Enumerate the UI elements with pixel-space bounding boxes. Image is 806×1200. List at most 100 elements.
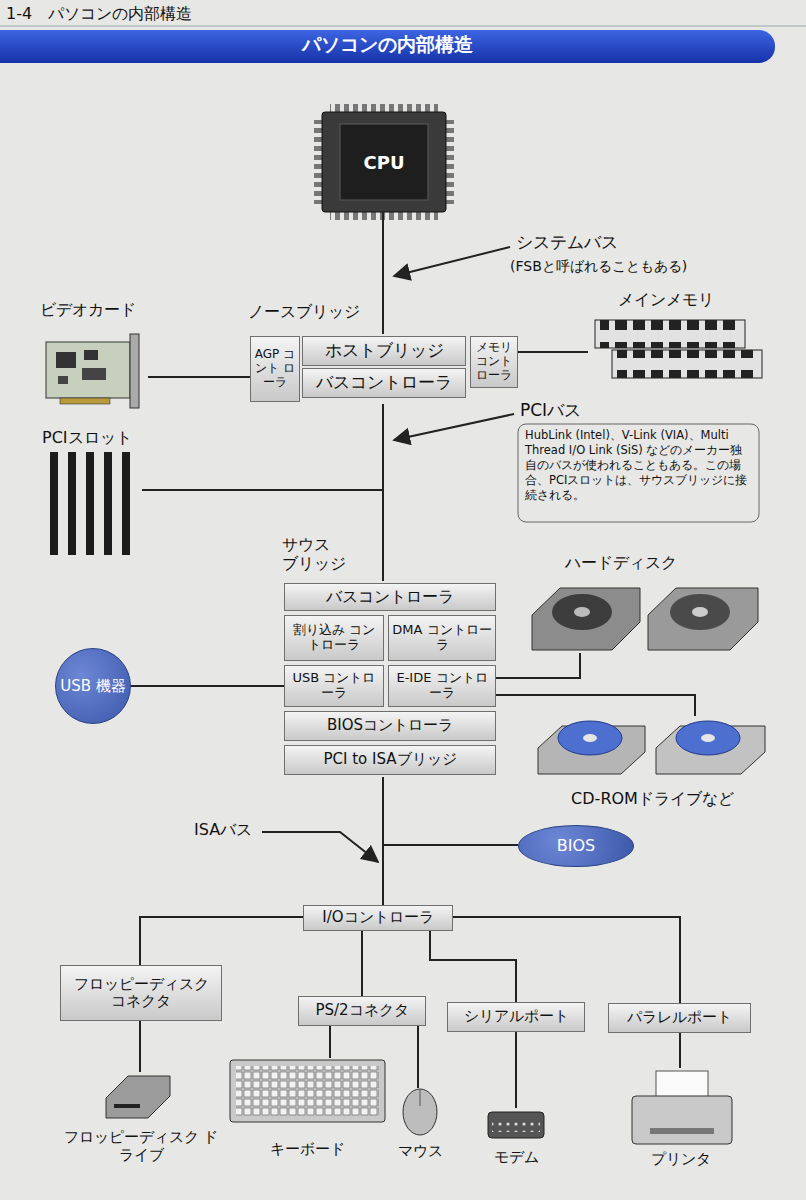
bus-label: PCIバス: [520, 400, 670, 421]
bus-line: [142, 490, 383, 581]
controller-box: BIOSコントローラ: [284, 711, 496, 741]
leader-line: [262, 832, 378, 862]
cd-drives: [538, 721, 765, 774]
head-rule: [0, 26, 806, 27]
modem: [488, 1112, 544, 1138]
node-text: 割り込み コントローラ: [288, 623, 380, 653]
controller-box: PCI to ISAブリッジ: [284, 745, 496, 775]
node-text: E-IDE コントローラ: [392, 671, 492, 701]
node-text: ノースブリッジ: [248, 302, 428, 321]
memory-modules: [595, 320, 762, 378]
controller-box: フロッピーディスク コネクタ: [60, 965, 222, 1021]
controller-box: ホストブリッジ: [302, 336, 466, 366]
node-text: ビデオカード: [40, 300, 148, 319]
node-text: フロッピーディスク コネクタ: [64, 976, 218, 1011]
node-text: サウス ブリッジ: [282, 535, 348, 573]
device-circle: BIOS: [518, 825, 634, 867]
printer: [632, 1071, 732, 1144]
leader-line: [394, 247, 510, 276]
bus-line: [496, 653, 580, 678]
hard-disks: [532, 588, 758, 650]
device-figure: ハードディスク: [525, 553, 765, 653]
device-figure: CD-ROMドライブなど: [530, 716, 775, 808]
bus-line: [139, 1021, 141, 1072]
controller-box: DMA コントローラ: [388, 615, 496, 661]
controller-box: 割り込み コントローラ: [284, 615, 384, 661]
node-text: USB 機器: [60, 678, 126, 695]
mouse: [403, 1089, 437, 1135]
controller-box: I/Oコントローラ: [303, 905, 453, 931]
bus-label: (FSBと呼ばれることもある): [510, 258, 770, 276]
device-figure: PCIスロット: [42, 428, 142, 558]
node-text: フロッピーディスク ドライブ: [60, 1128, 222, 1164]
node-text: パラレルポート: [627, 1009, 732, 1026]
controller-box: パラレルポート: [608, 1003, 751, 1033]
bus-line: [679, 1033, 681, 1068]
bus-line: [148, 376, 250, 378]
bus-line: [382, 212, 384, 334]
controller-box: PS/2コネクタ: [298, 996, 426, 1026]
node-text: バスコントローラ: [326, 588, 454, 606]
bus-line: [430, 931, 516, 1002]
cpu-chip-box: CPU: [322, 112, 446, 212]
bus-line: [361, 931, 363, 996]
node-text: CD-ROMドライブなど: [530, 789, 775, 808]
bus-line: [453, 917, 680, 1003]
bus-line: [518, 351, 588, 353]
bus-line: [515, 1032, 517, 1108]
note-text: HubLink (Intel)、V-Link (VIA)、Multi Threa…: [525, 428, 753, 503]
node-text: モデム: [470, 1148, 562, 1166]
controller-box: AGP コント ローラ: [250, 336, 300, 402]
bus-label: 1-4 パソコンの内部構造: [6, 4, 306, 24]
device-figure: フロッピーディスク ドライブ: [60, 1072, 222, 1164]
pci-slots: [46, 452, 134, 555]
node-text: PS/2コネクタ: [315, 1002, 408, 1019]
controller-box: E-IDE コントローラ: [388, 665, 496, 707]
controller-box: USB コントローラ: [284, 665, 384, 707]
device-figure: モデム: [480, 1108, 552, 1166]
device-figure: ビデオカード: [40, 300, 148, 410]
device-circle: USB 機器: [55, 648, 131, 724]
controller-box: バスコントローラ: [302, 368, 466, 398]
controller-box: バスコントローラ: [284, 583, 496, 611]
node-text: PCIスロット: [42, 428, 152, 447]
node-text: BIOS: [557, 837, 595, 855]
bus-line: [383, 845, 518, 905]
device-figure: メインメモリ: [588, 290, 760, 382]
bus-line: [417, 1026, 419, 1088]
node-text: USB コントローラ: [288, 671, 380, 701]
note-bracket: [518, 424, 759, 522]
node-text: メインメモリ: [618, 290, 758, 309]
node-text: ハードディスク: [565, 553, 765, 572]
chip-group: ノースブリッジAGP コント ローラホストブリッジメモリ コント ローラバスコン…: [248, 334, 520, 404]
node-text: DMA コントローラ: [392, 623, 492, 653]
node-text: マウス: [380, 1142, 460, 1160]
title-band: [0, 30, 775, 63]
node-text: AGP コント ローラ: [254, 348, 296, 389]
node-text: シリアルポート: [464, 1008, 569, 1025]
device-figure: マウス: [390, 1088, 450, 1160]
node-text: CPU: [363, 152, 404, 173]
bus-line: [496, 695, 695, 716]
bus-line: [131, 685, 284, 687]
controller-box: メモリ コント ローラ: [470, 336, 518, 388]
chip-group: サウス ブリッジバスコントローラ割り込み コントローラDMA コントローラUSB…: [282, 581, 498, 777]
bus-line: [140, 917, 303, 965]
node-text: キーボード: [226, 1140, 388, 1158]
node-text: メモリ コント ローラ: [474, 341, 514, 382]
cpu-chip: [314, 104, 454, 220]
keyboard: [230, 1060, 385, 1122]
bus-label: システムバス: [516, 232, 716, 253]
node-text: PCI to ISAブリッジ: [323, 751, 456, 768]
page-title: パソコンの内部構造: [0, 33, 775, 57]
node-text: ホストブリッジ: [325, 341, 444, 361]
device-figure: キーボード: [226, 1058, 388, 1158]
video-card: [46, 334, 139, 408]
bus-line: [329, 1026, 331, 1058]
device-figure: プリンタ: [625, 1068, 737, 1168]
node-text: バスコントローラ: [316, 373, 452, 393]
node-text: プリンタ: [625, 1150, 737, 1168]
controller-box: シリアルポート: [447, 1002, 585, 1032]
floppy-drive: [106, 1076, 170, 1118]
bus-label: ISAバス: [194, 820, 294, 840]
